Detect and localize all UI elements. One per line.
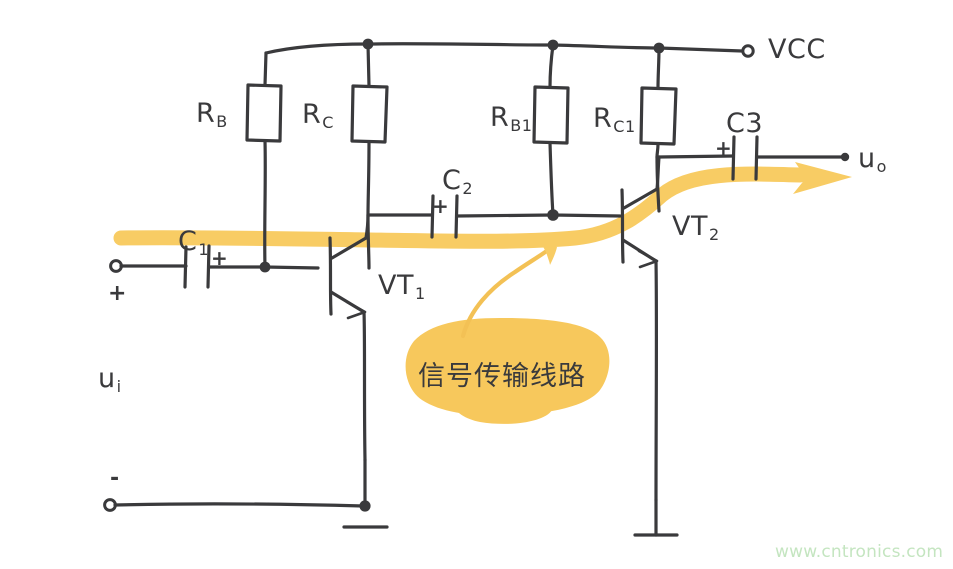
label-capacitor-c2: C2 [442, 165, 473, 197]
watermark-text: www.cntronics.com [775, 542, 944, 562]
label-vcc-text: VCC [768, 34, 826, 65]
label-c3-base: C3 [726, 108, 764, 139]
label-c2-sub: 2 [462, 179, 474, 198]
label-c3-plus: + [715, 138, 732, 158]
vcc-terminal-ring [741, 44, 755, 58]
label-rc1-sub: C1 [613, 117, 636, 136]
label-c2-plus: + [432, 196, 449, 216]
label-rc-sub: C [322, 113, 334, 132]
output-terminal-dot [840, 152, 850, 162]
label-rb1-base: R [490, 102, 510, 133]
capacitor-c3 [657, 135, 850, 181]
label-vcc: VCC [768, 36, 826, 63]
label-ui-sub: i [116, 377, 122, 396]
resistor-rc [350, 42, 389, 270]
c1-plus-sign: + [211, 246, 228, 270]
label-c1-base: C [178, 226, 198, 257]
annotation-callout [405, 243, 610, 424]
label-rc1-base: R [593, 103, 613, 134]
label-output-voltage-uo: uo [858, 143, 886, 175]
transistor-vt1 [328, 213, 370, 507]
transistor-vt2 [620, 155, 661, 537]
vcc-power-rail [264, 38, 755, 58]
label-c1-plus: + [211, 248, 228, 268]
resistor-rb [245, 51, 283, 269]
annotation-label-signal-path: 信号传输线路 [418, 354, 586, 393]
junction-dot [359, 500, 371, 512]
label-rb1-sub: B1 [510, 116, 533, 135]
c3-plus-sign: + [715, 136, 732, 160]
label-uo-sub: o [876, 157, 887, 176]
label-vt2-sub: 2 [708, 225, 720, 244]
label-input-plus: + [108, 283, 126, 305]
ground-rail [103, 498, 679, 537]
label-rb-sub: B [216, 112, 228, 131]
label-ui-base: u [98, 363, 116, 394]
resistor-rc1 [639, 46, 678, 213]
label-c1-sub: 1 [198, 240, 210, 259]
input-minus-sign: - [110, 466, 120, 491]
label-vt2-base: VT [672, 211, 708, 242]
watermark: www.cntronics.com [775, 542, 943, 562]
label-rc-base: R [302, 99, 322, 130]
label-resistor-rb1: RB1 [490, 102, 532, 134]
label-c2-base: C [442, 165, 462, 196]
c2-plus-sign: + [432, 194, 449, 218]
label-resistor-rc: RC [302, 99, 333, 131]
label-input-minus: - [110, 468, 119, 490]
label-transistor-vt1: VT1 [378, 270, 425, 302]
annotation-text: 信号传输线路 [418, 361, 586, 392]
label-resistor-rb: RB [196, 98, 227, 130]
capacitor-c2 [367, 194, 622, 239]
signal-path-highlight [113, 162, 852, 249]
label-vt1-sub: 1 [414, 284, 426, 303]
input-plus-sign: + [108, 281, 127, 306]
label-capacitor-c1: C1 [178, 226, 209, 258]
label-resistor-rc1: RC1 [593, 103, 635, 135]
label-vt1-base: VT [378, 270, 414, 301]
capacitor-c1 [109, 244, 320, 289]
label-input-voltage-ui: ui [98, 363, 121, 395]
label-rb-base: R [196, 98, 216, 129]
label-uo-base: u [858, 143, 876, 174]
resistor-rb1 [532, 43, 570, 217]
label-transistor-vt2: VT2 [672, 211, 719, 243]
label-capacitor-c3: C3 [726, 110, 763, 137]
